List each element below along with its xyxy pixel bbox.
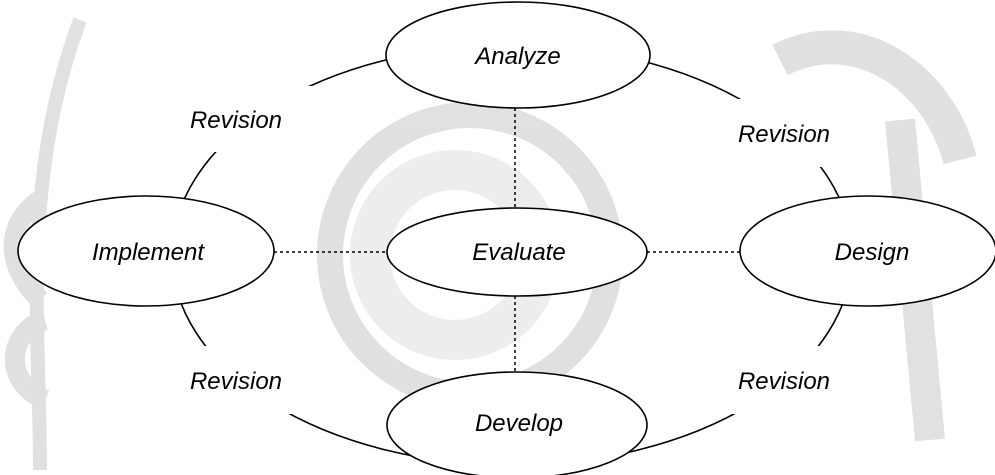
node-develop-shape <box>386 371 648 475</box>
dotted-connectors <box>274 108 740 385</box>
revision-box-top-right <box>700 99 860 167</box>
node-design: Design <box>739 195 995 307</box>
node-design-label: Design <box>835 239 910 266</box>
watermark-leaf-right <box>772 30 977 165</box>
node-implement-shape <box>17 195 275 307</box>
revision-box-top-left <box>157 86 312 152</box>
node-implement-label: Implement <box>92 239 205 266</box>
node-analyze-label: Analyze <box>473 43 560 70</box>
node-evaluate-shape <box>386 207 648 297</box>
node-evaluate-label: Evaluate <box>472 239 565 266</box>
revision-box-bottom-left <box>157 346 312 414</box>
revision-label-bottom-right: Revision <box>738 368 830 395</box>
watermark-leaf-left-1 <box>3 191 48 308</box>
revision-label-top-right: Revision <box>738 121 830 148</box>
revision-labels: Revision Revision Revision Revision <box>157 86 860 414</box>
node-implement: Implement <box>17 195 275 307</box>
node-analyze-shape <box>385 1 651 109</box>
node-analyze: Analyze <box>385 1 651 109</box>
node-evaluate: Evaluate <box>386 207 648 297</box>
revision-box-bottom-right <box>700 346 860 414</box>
node-design-shape <box>739 195 995 307</box>
revision-label-top-left: Revision <box>190 107 282 134</box>
node-develop-label: Develop <box>475 410 563 437</box>
node-develop: Develop <box>386 371 648 475</box>
revision-label-bottom-left: Revision <box>190 368 282 395</box>
watermark-leaf-left-2 <box>5 310 50 410</box>
